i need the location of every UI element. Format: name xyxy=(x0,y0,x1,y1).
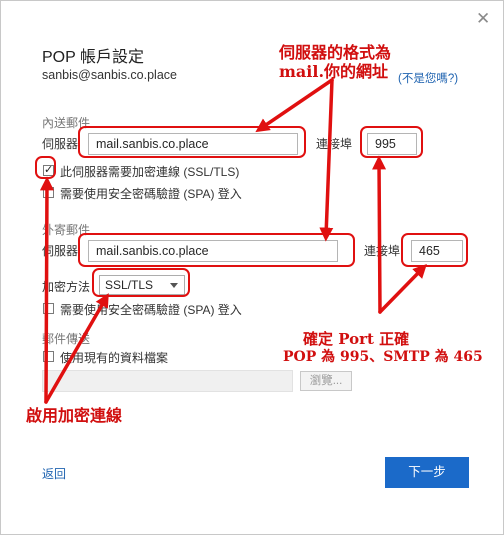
incoming-port-input[interactable]: 995 xyxy=(367,133,417,155)
ssl-checkbox-highlight xyxy=(35,156,56,179)
existing-data-file-checkbox[interactable] xyxy=(43,351,54,362)
outgoing-server-highlight xyxy=(78,233,355,267)
incoming-spa-label: 需要使用安全密碼驗證 (SPA) 登入 xyxy=(60,187,242,201)
outgoing-spa-label: 需要使用安全密碼驗證 (SPA) 登入 xyxy=(60,303,242,317)
next-button[interactable]: 下一步 xyxy=(385,457,469,488)
delivery-section-title: 郵件傳送 xyxy=(42,332,91,346)
outgoing-section-title: 外寄郵件 xyxy=(42,223,91,237)
port-note-line2: POP 為 995、SMTP 為 465 xyxy=(283,349,483,365)
encryption-method-value: SSL/TLS xyxy=(105,278,154,292)
incoming-server-input[interactable]: mail.sanbis.co.place xyxy=(88,133,298,155)
not-you-link[interactable]: (不是您嗎?) xyxy=(398,73,459,85)
incoming-server-label: 伺服器 xyxy=(42,137,79,151)
incoming-spa-checkbox[interactable] xyxy=(43,187,54,198)
close-icon[interactable]: ✕ xyxy=(476,9,491,28)
ssl-required-checkbox[interactable] xyxy=(43,163,54,176)
account-email: sanbis@sanbis.co.place xyxy=(42,68,177,82)
server-format-note-line1: 伺服器的格式為 xyxy=(279,43,392,62)
outgoing-port-label: 連接埠 xyxy=(364,244,401,258)
incoming-port-label: 連接埠 xyxy=(316,137,353,151)
outgoing-spa-checkbox[interactable] xyxy=(43,303,54,314)
dialog-title: POP 帳戶設定 xyxy=(42,49,144,66)
encryption-method-select[interactable]: SSL/TLS xyxy=(99,275,185,295)
encryption-highlight xyxy=(92,268,190,297)
incoming-section-title: 內送郵件 xyxy=(42,116,91,130)
outgoing-server-input[interactable]: mail.sanbis.co.place xyxy=(88,240,338,262)
server-format-note-line2: mail.你的網址 xyxy=(279,62,389,81)
outgoing-port-highlight xyxy=(401,233,468,267)
outgoing-server-label: 伺服器 xyxy=(42,244,79,258)
back-link[interactable]: 返回 xyxy=(42,467,67,481)
ssl-note: 啟用加密連線 xyxy=(26,406,123,425)
chevron-down-icon xyxy=(170,283,178,288)
browse-button[interactable]: 瀏覽... xyxy=(300,371,352,391)
outgoing-port-input[interactable]: 465 xyxy=(411,240,463,262)
incoming-port-highlight xyxy=(360,126,423,158)
ssl-required-label: 此伺服器需要加密連線 (SSL/TLS) xyxy=(60,165,240,179)
encryption-method-label: 加密方法 xyxy=(42,280,91,294)
existing-data-file-label: 使用現有的資料檔案 xyxy=(60,351,169,365)
data-file-path-field xyxy=(42,370,293,392)
port-note-line1: 確定 Port 正確 xyxy=(303,330,410,348)
incoming-server-highlight xyxy=(78,126,306,158)
